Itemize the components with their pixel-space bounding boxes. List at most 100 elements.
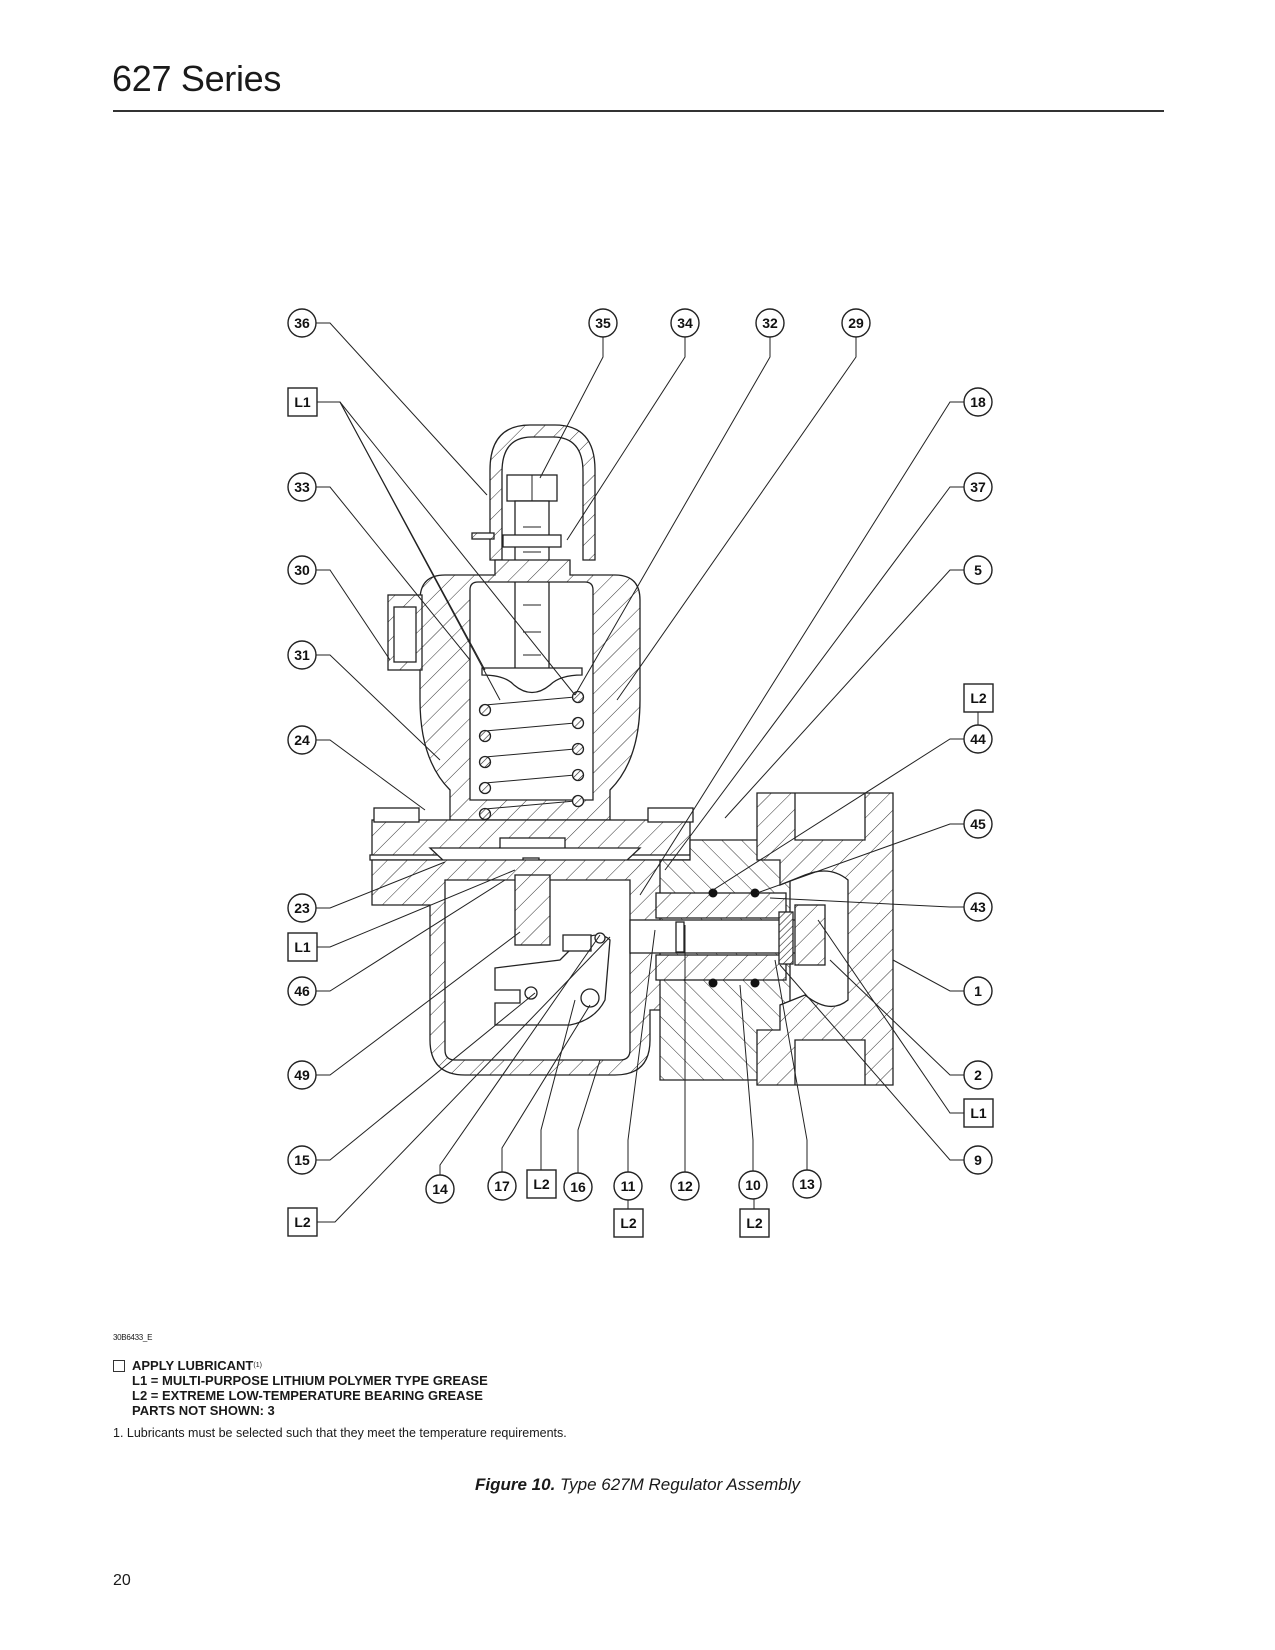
legend-line-parts-not-shown: PARTS NOT SHOWN: 3: [132, 1403, 275, 1418]
svg-text:33: 33: [294, 479, 310, 495]
lubricant-tag-l1: L1: [963, 1098, 994, 1128]
callout-13: 13: [792, 1169, 822, 1199]
callout-9: 9: [963, 1145, 993, 1175]
o-ring: [750, 978, 760, 988]
svg-text:35: 35: [595, 315, 611, 331]
legend-box-symbol: [113, 1359, 125, 1372]
lubricant-tag-l1: L1: [287, 387, 318, 417]
svg-text:L2: L2: [533, 1176, 550, 1192]
pivot-pin: [580, 988, 600, 1008]
lever-nut: [562, 934, 592, 952]
valve-disk: [778, 911, 794, 965]
o-ring: [750, 888, 760, 898]
svg-text:37: 37: [970, 479, 986, 495]
lubricant-tag-l1: L1: [287, 932, 318, 962]
spring-case: [419, 559, 641, 821]
callout-37: 37: [963, 472, 993, 502]
callout-5: 5: [963, 555, 993, 585]
callout-31: 31: [287, 640, 317, 670]
callout-49: 49: [287, 1060, 317, 1090]
caption-label: Figure 10.: [474, 1475, 556, 1494]
callout-10: 10: [738, 1170, 768, 1200]
svg-text:L2: L2: [294, 1214, 311, 1230]
svg-text:12: 12: [677, 1178, 693, 1194]
drawing-code: 30B6433_E: [113, 1333, 153, 1342]
svg-text:44: 44: [970, 731, 986, 747]
flange-bolt-left: [373, 807, 420, 823]
callout-35: 35: [588, 308, 618, 338]
lubricant-tag-l2: L2: [963, 683, 994, 713]
figure-caption: Figure 10. Type 627M Regulator Assembly: [0, 1475, 1275, 1495]
callout-36: 36: [287, 308, 317, 338]
page-number: 20: [113, 1572, 131, 1589]
lever-pin: [524, 986, 538, 1000]
callout-2: 2: [963, 1060, 993, 1090]
disk-holder: [794, 904, 826, 966]
lubricant-tag-l2: L2: [287, 1207, 318, 1237]
callout-16: 16: [563, 1172, 593, 1202]
svg-text:L1: L1: [294, 939, 311, 955]
callout-43: 43: [963, 892, 993, 922]
leader-lines: [316, 322, 979, 1223]
caption-text: Type 627M Regulator Assembly: [555, 1475, 801, 1494]
svg-text:32: 32: [762, 315, 778, 331]
callout-46: 46: [287, 976, 317, 1006]
callout-18: 18: [963, 387, 993, 417]
footnote: 1. Lubricants must be selected such that…: [113, 1426, 567, 1440]
legend-heading-row: APPLY LUBRICANT(1): [113, 1358, 488, 1373]
svg-text:43: 43: [970, 899, 986, 915]
o-ring: [708, 888, 718, 898]
lower-body: [371, 859, 691, 1076]
regulator-assembly-diagram: 36 35 34 32 29 L1 33 30 31 24 23 L1 46 4…: [287, 308, 994, 1238]
lubricant-legend: APPLY LUBRICANT(1) L1 = MULTI-PURPOSE LI…: [113, 1358, 488, 1418]
svg-text:L2: L2: [620, 1215, 637, 1231]
callout-32: 32: [755, 308, 785, 338]
lever-connector-pin: [594, 932, 606, 944]
callout-45: 45: [963, 809, 993, 839]
svg-text:30: 30: [294, 562, 310, 578]
callout-30: 30: [287, 555, 317, 585]
legend-heading: APPLY LUBRICANT: [132, 1358, 254, 1373]
locknut: [502, 534, 562, 548]
callout-23: 23: [287, 893, 317, 923]
callout-29: 29: [841, 308, 871, 338]
svg-text:23: 23: [294, 900, 310, 916]
control-spring: [478, 690, 585, 847]
svg-text:46: 46: [294, 983, 310, 999]
callout-1: 1: [963, 976, 993, 1006]
svg-text:1: 1: [974, 983, 982, 999]
svg-text:15: 15: [294, 1152, 310, 1168]
svg-text:5: 5: [974, 562, 982, 578]
cap-tab: [471, 532, 495, 540]
stem-housing-lower: [655, 954, 787, 981]
lubricant-tag-l2: L2: [526, 1169, 557, 1199]
svg-text:11: 11: [621, 1178, 636, 1194]
flange-bolt-right: [647, 807, 694, 823]
svg-text:31: 31: [294, 647, 310, 663]
callout-12: 12: [670, 1171, 700, 1201]
upper-spring-seat: [481, 667, 583, 694]
closing-cap: [489, 424, 596, 561]
svg-text:L2: L2: [970, 690, 987, 706]
legend-line-l1: L1 = MULTI-PURPOSE LITHIUM POLYMER TYPE …: [132, 1373, 488, 1388]
legend-note-ref: (1): [253, 1362, 262, 1369]
callout-14: 14: [425, 1174, 455, 1204]
page-title: 627 Series: [112, 58, 282, 99]
callout-11: 11: [613, 1171, 643, 1201]
svg-text:36: 36: [294, 315, 310, 331]
svg-text:2: 2: [974, 1067, 982, 1083]
legend-line-l2: L2 = EXTREME LOW-TEMPERATURE BEARING GRE…: [132, 1388, 483, 1403]
svg-text:49: 49: [294, 1067, 310, 1083]
svg-text:45: 45: [970, 816, 986, 832]
svg-text:13: 13: [799, 1176, 815, 1192]
svg-text:9: 9: [974, 1152, 982, 1168]
svg-text:14: 14: [432, 1181, 448, 1197]
vent-body: [393, 606, 417, 663]
svg-text:24: 24: [294, 732, 310, 748]
svg-text:10: 10: [745, 1177, 761, 1193]
title-rule: [113, 110, 1164, 112]
stem-housing-upper: [655, 892, 787, 919]
callout-34: 34: [670, 308, 700, 338]
callout-24: 24: [287, 725, 317, 755]
lubricant-tag-l2: L2: [739, 1208, 770, 1238]
